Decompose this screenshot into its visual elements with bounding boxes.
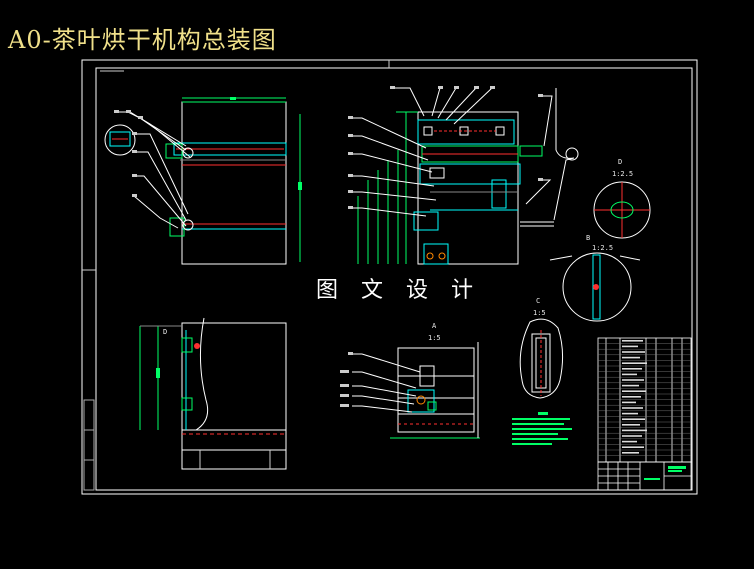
parts-list-rows bbox=[598, 340, 691, 456]
page-title: A0-茶叶烘干机构总装图 bbox=[8, 26, 277, 54]
parts-list bbox=[597, 337, 692, 463]
parts-list-row-text bbox=[622, 401, 636, 404]
zone-marks bbox=[82, 60, 390, 271]
front-view-leaders bbox=[116, 111, 191, 229]
detail-c-view[interactable]: C 1:5 bbox=[519, 297, 564, 399]
left-detail-circle[interactable] bbox=[104, 124, 136, 156]
section-shaft-right bbox=[519, 145, 543, 157]
section-dimension-lines bbox=[357, 111, 418, 264]
detail-d-scale: 1:2.5 bbox=[612, 170, 633, 178]
section-view[interactable] bbox=[413, 111, 554, 265]
detail-a-leaders bbox=[352, 353, 421, 413]
detail-b-view[interactable]: B 1:2.5 bbox=[549, 234, 641, 322]
left-title-strip bbox=[83, 399, 95, 491]
section-view-balloons bbox=[348, 86, 543, 209]
detail-c-outline bbox=[519, 318, 564, 399]
section-shaft-curve bbox=[553, 88, 579, 221]
parts-list-row-text bbox=[622, 379, 644, 381]
parts-list-row-text bbox=[622, 429, 647, 432]
parts-list-row-text bbox=[622, 368, 642, 370]
side-view-marker: D bbox=[163, 328, 167, 336]
side-view-dimensions bbox=[139, 325, 182, 430]
front-view[interactable] bbox=[165, 97, 302, 265]
detail-c-label: C bbox=[536, 297, 540, 305]
parts-list-row-text bbox=[622, 345, 638, 348]
parts-list-row-text bbox=[622, 452, 639, 454]
parts-list-row-text bbox=[622, 384, 639, 387]
section-fan-housing bbox=[417, 119, 515, 145]
parts-list-row-text bbox=[622, 440, 637, 443]
parts-list-row-text bbox=[622, 356, 640, 359]
parts-list-row-text bbox=[622, 396, 641, 398]
front-roller-bottom bbox=[182, 219, 194, 231]
detail-d-label: D bbox=[618, 158, 622, 166]
title-block bbox=[597, 461, 692, 491]
watermark: 图 文 设 计 bbox=[316, 278, 481, 303]
side-view-body bbox=[181, 322, 287, 470]
detail-b-scale: 1:2.5 bbox=[592, 244, 613, 252]
section-view-body bbox=[417, 111, 519, 265]
front-view-body bbox=[181, 101, 287, 265]
inner-border bbox=[95, 67, 693, 491]
detail-a-body bbox=[397, 347, 475, 433]
detail-a-scale: 1:5 bbox=[428, 334, 441, 342]
detail-a-balloons bbox=[340, 352, 353, 407]
front-tray-upper bbox=[173, 142, 287, 156]
detail-a-label: A bbox=[432, 322, 437, 330]
title-block-marks bbox=[644, 466, 686, 480]
parts-list-row-text bbox=[622, 435, 642, 437]
technical-notes bbox=[512, 412, 572, 445]
front-view-balloons bbox=[114, 110, 143, 197]
parts-list-row-text bbox=[622, 407, 643, 409]
parts-list-row-text bbox=[622, 446, 644, 448]
detail-a-view[interactable]: A 1:5 bbox=[390, 322, 480, 439]
detail-b-circle bbox=[562, 252, 632, 322]
parts-list-row-text bbox=[622, 418, 645, 420]
parts-list-row-text bbox=[622, 412, 638, 415]
detail-b-label: B bbox=[586, 234, 590, 242]
detail-c-scale: 1:5 bbox=[533, 309, 546, 317]
section-view-leaders bbox=[352, 87, 553, 217]
parts-list-row-text bbox=[622, 373, 637, 376]
detail-d-view[interactable]: D 1:2.5 bbox=[593, 158, 651, 239]
side-view[interactable] bbox=[181, 317, 287, 470]
front-roller-top bbox=[182, 147, 194, 159]
parts-list-row-text bbox=[622, 390, 646, 392]
parts-list-row-text bbox=[622, 424, 640, 426]
parts-list-row-text bbox=[622, 362, 647, 364]
parts-list-row-text bbox=[622, 351, 645, 353]
parts-list-row-text bbox=[622, 340, 643, 342]
